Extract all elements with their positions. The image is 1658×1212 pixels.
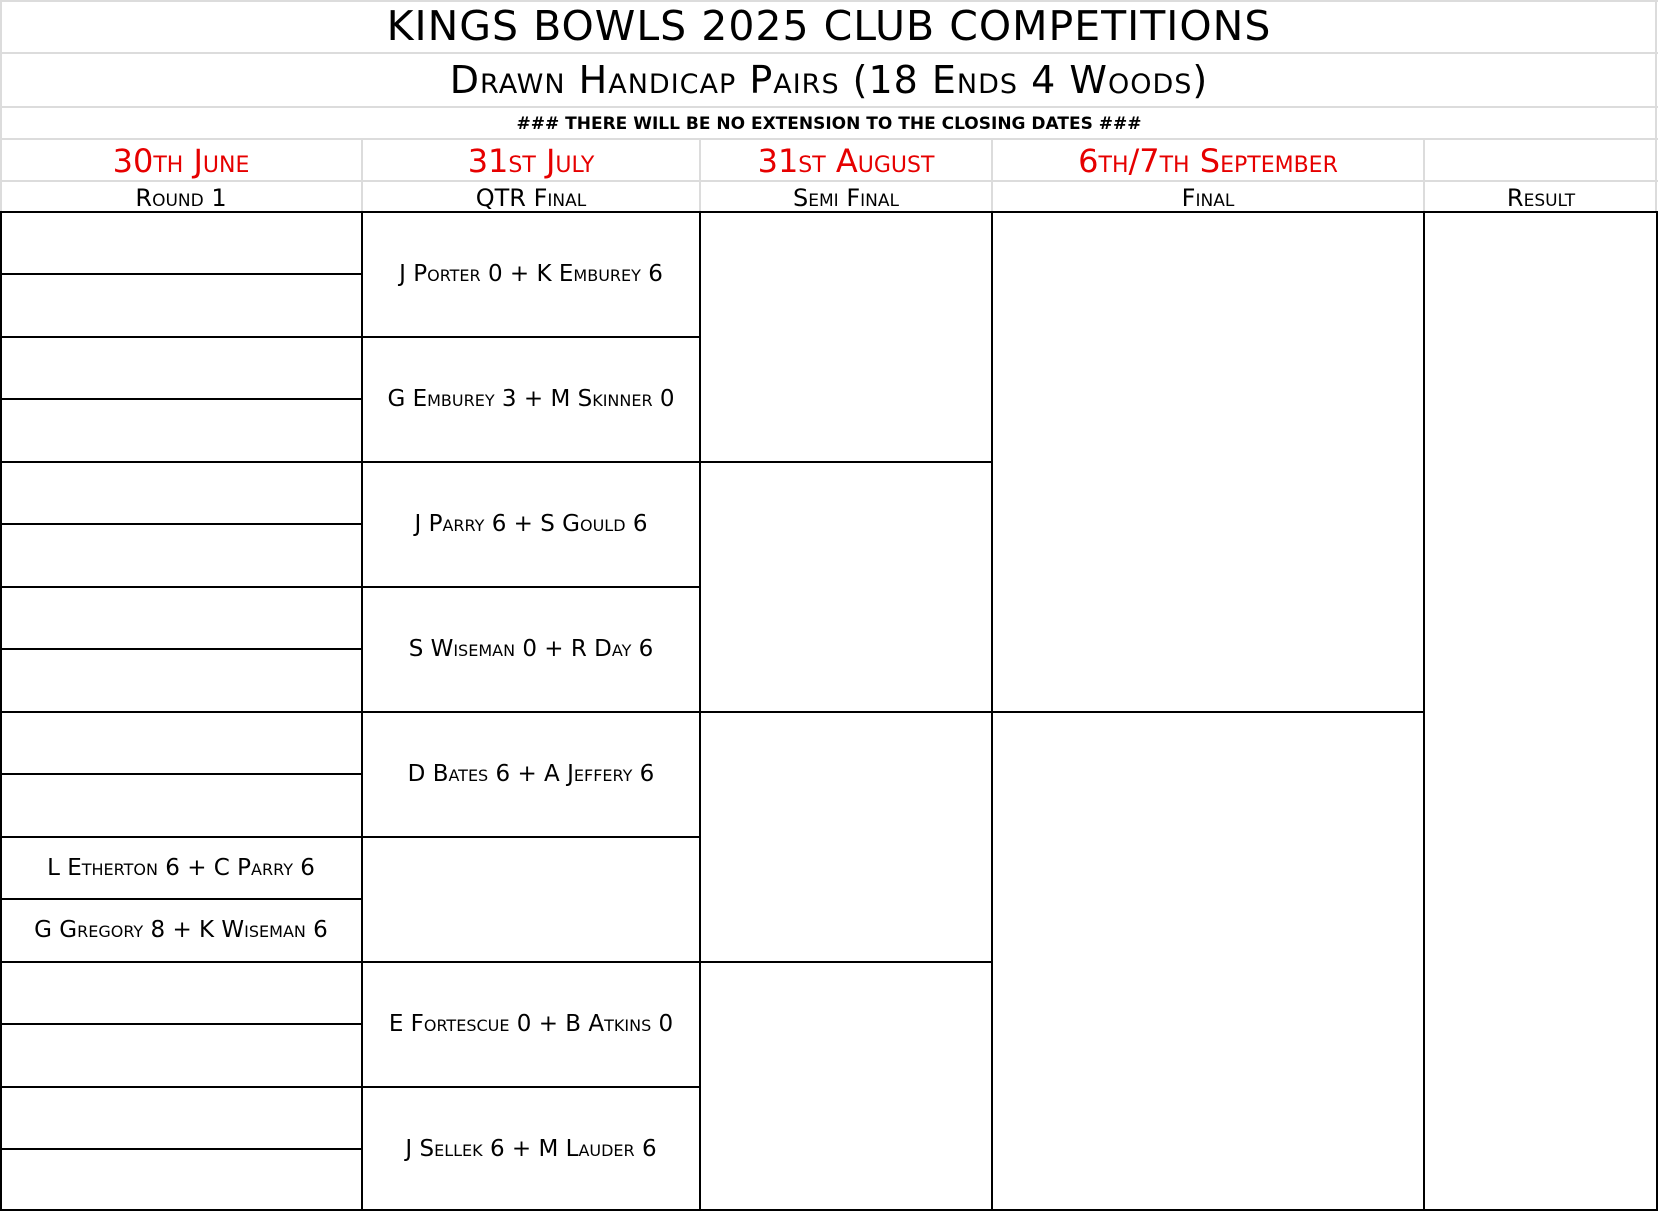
row-divider	[361, 586, 700, 588]
row-divider	[0, 773, 362, 775]
round1-header: Round 1	[135, 184, 227, 212]
result-entry[interactable]	[1425, 212, 1656, 1211]
row-divider	[361, 961, 700, 963]
semi-final-header: Semi Final	[793, 184, 899, 212]
round1-entry[interactable]	[0, 524, 362, 586]
row-divider	[0, 648, 362, 650]
qtr-final-entry[interactable]: J Sellek 6 + M Lauder 6	[405, 1135, 657, 1162]
gridline	[699, 139, 701, 212]
row-divider	[361, 461, 700, 463]
round1-entry[interactable]: L Etherton 6 + C Parry 6	[47, 854, 315, 881]
final-entry[interactable]	[993, 212, 1423, 711]
round1-closing-date: 30th June	[112, 142, 250, 180]
gridline	[0, 0, 1658, 2]
round1-entry[interactable]	[0, 1149, 362, 1211]
gridline	[0, 180, 1658, 182]
column-divider	[1423, 211, 1425, 1211]
competition-subtitle: Drawn Handicap Pairs (18 Ends 4 Woods)	[449, 58, 1209, 102]
row-divider	[0, 836, 362, 838]
final-header: Final	[1181, 184, 1235, 212]
round1-entry[interactable]	[0, 774, 362, 836]
qtr-final-entry[interactable]: D Bates 6 + A Jeffery 6	[407, 760, 655, 787]
semi-final-closing-date: 31st August	[757, 142, 935, 180]
round1-entry[interactable]	[0, 712, 362, 774]
semi-final-entry[interactable]	[701, 462, 991, 711]
gridline	[991, 139, 993, 212]
row-divider	[361, 336, 700, 338]
gridline	[361, 139, 363, 212]
qtr-final-header: QTR Final	[475, 184, 587, 212]
gridline	[1423, 139, 1425, 212]
final-closing-date: 6th/7th September	[1078, 142, 1338, 180]
row-divider	[0, 1148, 362, 1150]
row-divider	[991, 711, 1424, 713]
result-date	[1424, 139, 1658, 181]
closing-date-notice: ### THERE WILL BE NO EXTENSION TO THE CL…	[516, 114, 1142, 134]
row-divider	[0, 898, 362, 900]
round1-entry[interactable]	[0, 649, 362, 711]
round1-entry[interactable]	[0, 399, 362, 461]
row-divider	[699, 711, 992, 713]
row-divider	[0, 711, 362, 713]
final-entry[interactable]	[993, 712, 1423, 1211]
gridline	[0, 0, 2, 212]
round1-entry[interactable]	[0, 1087, 362, 1149]
semi-final-entry[interactable]	[701, 212, 991, 461]
row-divider	[699, 961, 992, 963]
semi-final-entry[interactable]	[701, 962, 991, 1211]
row-divider	[361, 1086, 700, 1088]
row-divider	[0, 523, 362, 525]
gridline	[1655, 0, 1657, 212]
row-divider	[0, 461, 362, 463]
qtr-final-entry[interactable]	[363, 837, 699, 961]
row-divider	[0, 273, 362, 275]
round1-entry[interactable]: G Gregory 8 + K Wiseman 6	[34, 916, 328, 943]
qtr-final-entry[interactable]: S Wiseman 0 + R Day 6	[408, 635, 654, 662]
qtr-final-entry[interactable]: J Parry 6 + S Gould 6	[414, 510, 648, 537]
qtr-final-entry[interactable]: J Porter 0 + K Emburey 6	[399, 260, 663, 287]
round1-entry[interactable]	[0, 1024, 362, 1086]
row-divider	[699, 461, 992, 463]
qtr-final-entry[interactable]: G Emburey 3 + M Skinner 0	[387, 385, 675, 412]
round1-entry[interactable]	[0, 587, 362, 649]
gridline	[0, 106, 1658, 108]
semi-final-entry[interactable]	[701, 712, 991, 961]
row-divider	[0, 586, 362, 588]
row-divider	[0, 1023, 362, 1025]
row-divider	[361, 836, 700, 838]
row-divider	[0, 336, 362, 338]
row-divider	[0, 398, 362, 400]
qtr-final-closing-date: 31st July	[467, 142, 595, 180]
round1-entry[interactable]	[0, 274, 362, 336]
round1-entry[interactable]	[0, 962, 362, 1024]
gridline	[0, 52, 1658, 54]
round1-entry[interactable]	[0, 337, 362, 399]
row-divider	[361, 711, 700, 713]
gridline	[0, 138, 1658, 140]
round1-entry[interactable]	[0, 462, 362, 524]
page-title: KINGS BOWLS 2025 CLUB COMPETITIONS	[386, 2, 1272, 50]
result-header: Result	[1506, 184, 1576, 212]
row-divider	[0, 961, 362, 963]
round1-entry[interactable]	[0, 212, 362, 274]
row-divider	[0, 1086, 362, 1088]
qtr-final-entry[interactable]: E Fortescue 0 + B Atkins 0	[388, 1010, 674, 1037]
